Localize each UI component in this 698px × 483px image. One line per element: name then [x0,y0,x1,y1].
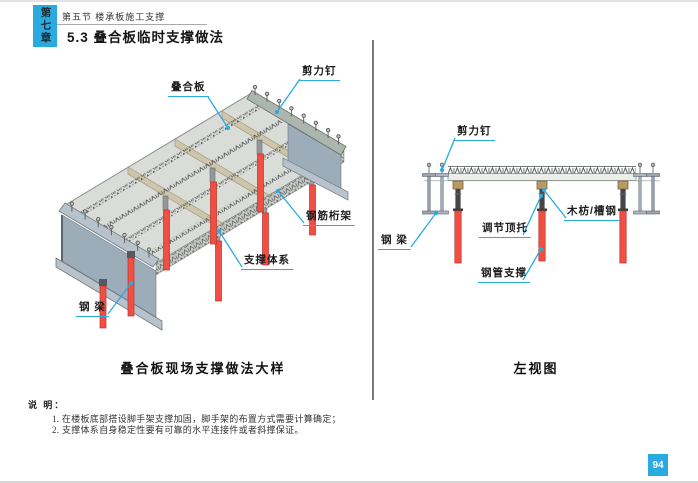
header-rule [57,24,207,25]
left-outer-beam [422,173,436,215]
support [452,180,464,264]
side-view-truss-row [448,166,636,174]
callout-support-system: 支撑体系 [241,252,293,270]
isometric-slab-figure [55,78,349,331]
support [536,180,548,262]
steel-pipe-props [99,153,316,329]
callout-adjustable-jack: 调节顶托 [479,220,531,238]
right-figure-leaders [410,137,567,281]
side-view-figure [410,137,660,281]
page-number-badge: 94 [648,454,668,476]
note-item: 1. 在楼板底部搭设脚手架支撑加固，脚手架的布置方式需要计算确定； [52,414,341,424]
side-view-steel-beams [422,173,660,215]
right-outer-beam [646,173,660,215]
callout-shear-stud-right: 剪力钉 [454,123,495,141]
note-item: 2. 支撑体系自身稳定性要有可靠的水平连接件或者斜撑保证。 [52,425,304,435]
rear-beam-studs [252,84,341,145]
callout-shear-stud-left: 剪力钉 [299,63,340,81]
callout-steel-beam-right: 钢 梁 [378,232,411,250]
slab-edge-truss [156,150,344,275]
callout-rebar-truss: 钢筋桁架 [303,208,355,226]
chapter-tab: 第七章 [33,5,57,47]
front-beam-studs [69,201,152,258]
left-figure-leaders [107,78,305,315]
callout-timber-channel: 木枋/槽钢 [564,203,620,221]
callout-composite-slab: 叠合板 [168,79,209,97]
right-figure-caption: 左视图 [513,361,559,376]
callout-steel-pipe-prop: 钢管支撑 [478,265,530,283]
rear-steel-beam [246,89,349,201]
support [617,180,629,264]
prop-caps [99,251,135,286]
left-inner-beam [435,173,449,215]
shear-stud-pins [69,84,341,258]
side-view-supports [452,180,629,264]
page-title: 5.3 叠合板临时支撑做法 [67,30,225,45]
callout-steel-beam-left: 钢 梁 [76,299,109,317]
section-header: 第五节 楼承板施工支撑 [62,12,166,22]
figure-divider [372,40,374,400]
left-figure-caption: 叠合板现场支撑做法大样 [120,361,286,376]
notes-heading: 说 明： [28,400,66,410]
side-view-slab-plank [447,173,637,181]
